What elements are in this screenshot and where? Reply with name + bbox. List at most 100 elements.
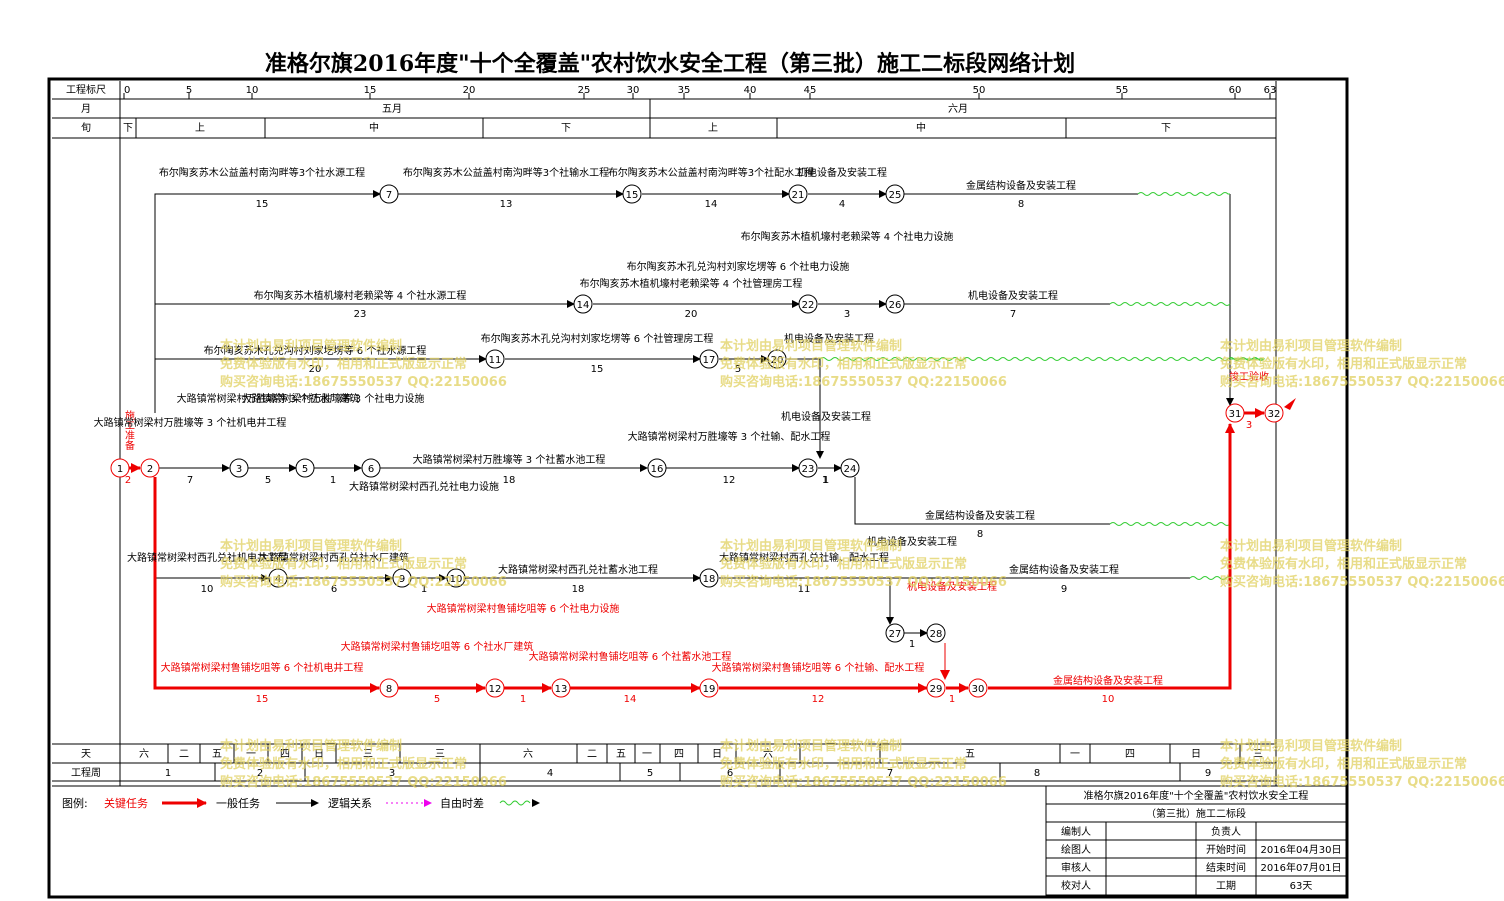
task-duration: 14 <box>624 694 637 705</box>
svg-text:免费体验版有水印，相用和正式版显示正常: 免费体验版有水印，相用和正式版显示正常 <box>720 756 967 772</box>
task-label: 机电设备及安装工程 <box>968 289 1058 302</box>
task-label: 施工准备 <box>123 409 135 451</box>
scale-tick: 15 <box>364 85 377 96</box>
node-1: 1 <box>110 458 130 478</box>
task-label: 布尔陶亥苏木孔兑沟村刘家圪塄等 6 个社管理房工程 <box>481 332 714 345</box>
week-cell: 1 <box>165 768 171 779</box>
task-label: 布尔陶亥苏木公益盖村南沟畔等3个社配水工程 <box>608 166 814 179</box>
weekday-cell: 三 <box>1253 749 1263 760</box>
task-label: 大路镇常树梁村西孔兑社电力设施 <box>349 480 499 493</box>
watermark-2: 本计划由易利项目管理软件编制免费体验版有水印，相用和正式版显示正常购买咨询电话:… <box>720 338 1007 390</box>
svg-text:30: 30 <box>972 684 985 695</box>
node-28: 28 <box>926 623 946 643</box>
info-label: 绘图人 <box>1061 843 1091 856</box>
task-duration: 11 <box>798 584 811 595</box>
task-duration: 1 <box>949 694 955 705</box>
task-duration: 20 <box>309 364 322 375</box>
task-label: 机电设备及安装工程 <box>907 580 997 593</box>
svg-text:购买咨询电话:18675550537 QQ:22150066: 购买咨询电话:18675550537 QQ:22150066 <box>720 774 1007 790</box>
node-8: 8 <box>379 678 399 698</box>
dekad-cell: 中 <box>369 121 379 134</box>
task-label: 大路镇常树梁村鲁铺圪咀等 6 个社输、配水工程 <box>712 661 925 674</box>
dekad-cell: 中 <box>916 121 926 134</box>
svg-text:购买咨询电话:18675550537 QQ:22150066: 购买咨询电话:18675550537 QQ:22150066 <box>720 374 1007 390</box>
node-21: 21 <box>788 184 808 204</box>
svg-text:本计划由易利项目管理软件编制: 本计划由易利项目管理软件编制 <box>220 538 402 554</box>
task-label: 大路镇常树梁村西孔兑社水厂建筑 <box>259 551 409 564</box>
watermark-6: 本计划由易利项目管理软件编制免费体验版有水印，相用和正式版显示正常购买咨询电话:… <box>1220 538 1504 590</box>
scale-tick: 45 <box>804 85 817 96</box>
weekday-cell: 二 <box>587 749 597 760</box>
node-14: 14 <box>573 294 593 314</box>
svg-text:免费体验版有水印，相用和正式版显示正常: 免费体验版有水印，相用和正式版显示正常 <box>220 756 467 772</box>
node-15: 15 <box>622 184 642 204</box>
task-label: 布尔陶亥苏木公益盖村南沟畔等3个社输水工程 <box>403 166 609 179</box>
node-26: 26 <box>885 294 905 314</box>
task-duration: 12 <box>812 694 825 705</box>
task-duration: 14 <box>705 199 718 210</box>
scale-tick: 5 <box>186 85 192 96</box>
header-text: 工程标尺 月 旬 0 5 10 15 20 25 30 35 40 45 50 … <box>66 84 1276 134</box>
scale-tick: 25 <box>578 85 591 96</box>
task-duration: 7 <box>187 475 193 486</box>
weekday-cell: 四 <box>674 749 684 760</box>
week-cell: 9 <box>1205 768 1211 779</box>
task-duration: 1 <box>823 475 829 486</box>
svg-text:5: 5 <box>302 464 308 475</box>
svg-text:本计划由易利项目管理软件编制: 本计划由易利项目管理软件编制 <box>720 338 902 354</box>
node-23: 23 <box>798 458 818 478</box>
task-duration: 1 <box>822 475 828 486</box>
node-11: 11 <box>485 349 505 369</box>
arrow-1-7 <box>154 190 381 413</box>
task-duration: 4 <box>839 199 845 210</box>
weekday-cell: 四 <box>1125 749 1135 760</box>
svg-text:2: 2 <box>147 464 153 475</box>
svg-text:32: 32 <box>1268 409 1281 420</box>
watermark-1: 本计划由易利项目管理软件编制免费体验版有水印，相用和正式版显示正常购买咨询电话:… <box>220 338 507 390</box>
free-float <box>819 192 1266 580</box>
legend-float-label: 自由时差 <box>440 796 484 810</box>
scale-tick: 20 <box>463 85 476 96</box>
task-duration: 23 <box>354 309 367 320</box>
weekday-cell: 四 <box>280 749 290 760</box>
task-duration: 1 <box>330 475 336 486</box>
info-title-2: （第三批）施工二标段 <box>1146 807 1246 820</box>
svg-text:本计划由易利项目管理软件编制: 本计划由易利项目管理软件编制 <box>720 538 902 554</box>
end-flag-icon <box>1284 398 1296 410</box>
task-duration: 1 <box>520 694 526 705</box>
task-label: 大路镇常树梁村西孔兑社蓄水池工程 <box>498 563 658 576</box>
weekday-cell: 日 <box>1191 749 1201 760</box>
svg-text:免费体验版有水印，相用和正式版显示正常: 免费体验版有水印，相用和正式版显示正常 <box>720 556 967 572</box>
svg-text:免费体验版有水印，相用和正式版显示正常: 免费体验版有水印，相用和正式版显示正常 <box>1220 756 1467 772</box>
info-label: 开始时间 <box>1206 843 1246 856</box>
info-label: 编制人 <box>1061 825 1091 838</box>
task-duration: 6 <box>331 584 337 595</box>
page-title: 准格尔旗2016年度"十个全覆盖"农村饮水安全工程（第三批）施工二标段网络计划 <box>264 51 1076 77</box>
task-duration: 10 <box>1102 694 1115 705</box>
svg-text:免费体验版有水印，相用和正式版显示正常: 免费体验版有水印，相用和正式版显示正常 <box>720 356 967 372</box>
node-12: 12 <box>485 678 505 698</box>
svg-text:27: 27 <box>889 629 902 640</box>
svg-text:21: 21 <box>792 190 805 201</box>
task-label: 大路镇常树梁村西孔兑社机电井工程 <box>127 551 287 564</box>
critical-arrows <box>129 408 1265 693</box>
svg-text:26: 26 <box>889 300 902 311</box>
info-label: 工期 <box>1216 880 1236 892</box>
svg-text:8: 8 <box>386 684 392 695</box>
task-duration: 1 <box>421 584 427 595</box>
info-label: 校对人 <box>1061 879 1091 892</box>
weekday-cell: 日 <box>314 749 324 760</box>
task-label: 金属结构设备及安装工程 <box>1009 563 1119 576</box>
svg-text:15: 15 <box>626 190 639 201</box>
node-10: 10 <box>446 568 466 588</box>
task-label: 大路镇常树梁村西孔兑社输、配水工程 <box>719 551 889 564</box>
node-16: 16 <box>647 458 667 478</box>
general-arrows <box>154 190 1234 637</box>
task-label: 金属结构设备及安装工程 <box>925 509 1035 522</box>
arrow-24 <box>854 477 1110 525</box>
node-19: 19 <box>699 678 719 698</box>
svg-text:购买咨询电话:18675550537 QQ:22150066: 购买咨询电话:18675550537 QQ:22150066 <box>220 374 507 390</box>
legend-label: 图例: <box>62 796 88 810</box>
weekday-cell: 六 <box>763 748 773 760</box>
svg-text:12: 12 <box>489 684 502 695</box>
